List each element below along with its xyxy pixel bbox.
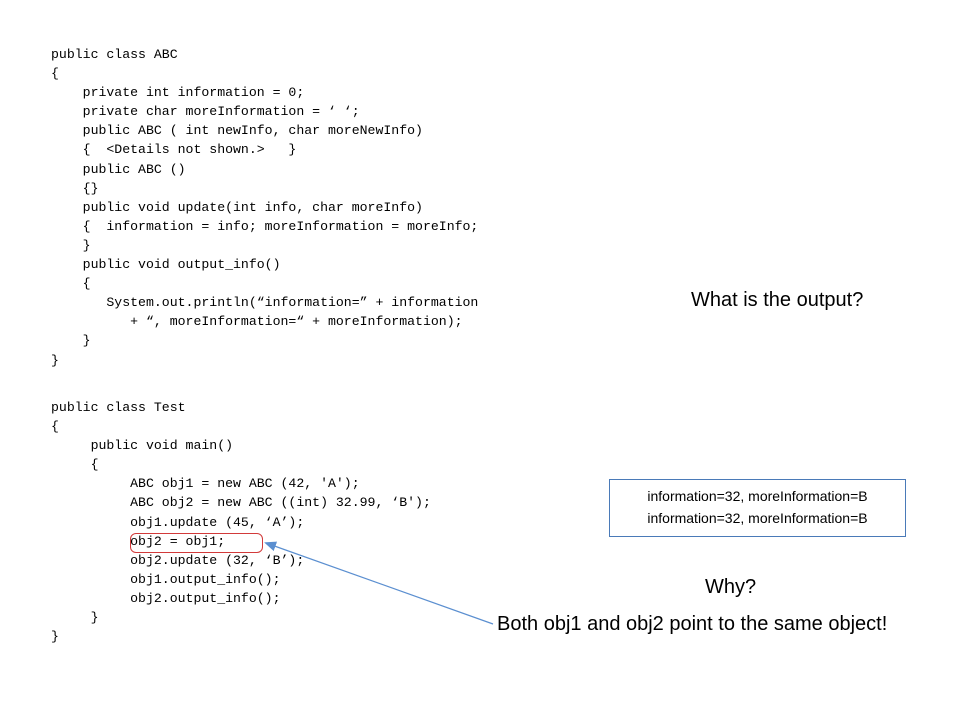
code-line: public void update(int info, char moreIn…	[51, 199, 423, 215]
code-line: public class ABC	[51, 47, 178, 62]
code-line: ABC obj2 = new ABC ((int) 32.99, ‘B');	[51, 495, 431, 511]
code-block-abc-class: public class ABC { private int informatio…	[51, 45, 478, 370]
code-line: }	[51, 237, 91, 253]
code-line: obj1.update (45, ‘A’);	[51, 514, 305, 530]
answer-box: information=32, moreInformation=B inform…	[609, 479, 906, 537]
code-line: {	[51, 66, 59, 82]
code-line: obj2 = obj1;	[51, 533, 226, 549]
code-line: public void output_info()	[51, 257, 281, 273]
answer-line-2: information=32, moreInformation=B	[647, 510, 868, 526]
code-line: System.out.println(“information=” + info…	[51, 295, 479, 311]
code-line: public void main()	[51, 438, 234, 454]
code-line: }	[51, 629, 59, 645]
answer-line-1: information=32, moreInformation=B	[647, 488, 868, 504]
code-line: }	[51, 610, 99, 626]
code-line: {	[51, 457, 99, 473]
why-question: Why?	[705, 576, 757, 598]
output-question: What is the output?	[691, 289, 864, 311]
code-line: private char moreInformation = ‘ ‘;	[51, 104, 360, 120]
code-line: }	[51, 352, 59, 368]
code-line: public class Test	[51, 400, 186, 415]
code-line: { information = info; moreInformation = …	[51, 218, 479, 234]
code-line: obj2.update (32, ‘B’);	[51, 552, 305, 568]
code-line: obj1.output_info();	[51, 571, 281, 587]
code-line: {	[51, 419, 59, 435]
code-line: + “, moreInformation=“ + moreInformation…	[51, 314, 463, 330]
code-line: { <Details not shown.> }	[51, 142, 297, 158]
code-line: private int information = 0;	[51, 85, 305, 101]
code-line: ABC obj1 = new ABC (42, 'A');	[51, 476, 360, 492]
explanation-text: Both obj1 and obj2 point to the same obj…	[497, 613, 888, 635]
code-line: public ABC ( int newInfo, char moreNewIn…	[51, 123, 423, 139]
code-line: {}	[51, 180, 99, 196]
code-block-test-class: public class Test{ public void main() { …	[51, 398, 431, 646]
code-line: obj2.output_info();	[51, 590, 281, 606]
code-line: public ABC ()	[51, 161, 186, 177]
code-line: {	[51, 276, 91, 292]
code-line: }	[51, 333, 91, 349]
obj2-assignment-highlight	[130, 533, 263, 553]
